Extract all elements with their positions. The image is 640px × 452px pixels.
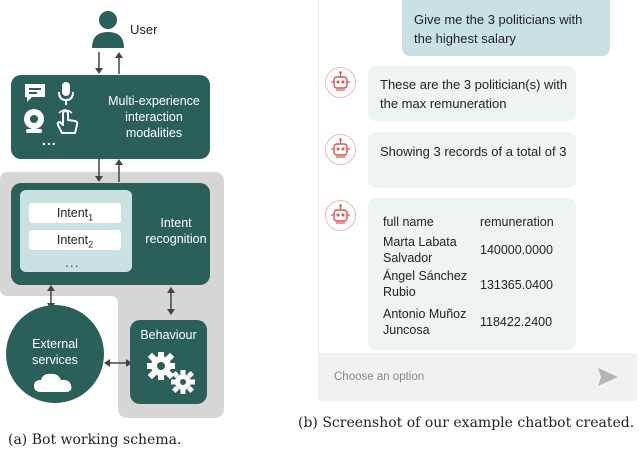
cloud-icon [34, 373, 72, 392]
bot-message-text-1: These are the 3 politician(s) with the m… [380, 77, 568, 111]
arrow-intent-behaviour [167, 287, 175, 315]
table-header-remuneration: remuneration [480, 215, 554, 229]
intent-1-pill: Intent1 [29, 203, 121, 223]
intent-recognition-label: Intent recognition [145, 216, 207, 246]
bot-schema-diagram: User ... Multi-experience interaction mo… [0, 0, 300, 452]
table-row-name: Marta Labata Salvador [383, 235, 457, 265]
gears-icon [147, 352, 195, 394]
arrows-user-modalities [95, 52, 123, 74]
modalities-dots: ... [42, 132, 57, 148]
caption-b: (b) Screenshot of our example chatbot cr… [298, 415, 635, 431]
user-message-bubble [402, 0, 610, 56]
user-message-text: Give me the 3 politicians with the highe… [414, 12, 583, 46]
chat-bubble-icon [25, 84, 45, 102]
bot-avatar-icon [325, 67, 356, 98]
table-header-name: full name [383, 215, 434, 229]
table-row-value: 131365.0400 [480, 278, 553, 292]
user-icon [92, 11, 124, 48]
modalities-label: Multi-experience interaction modalities [108, 94, 200, 140]
webcam-icon [24, 109, 44, 133]
chat-input-placeholder[interactable]: Choose an option [334, 371, 425, 383]
table-row-name: Ángel Sánchez Rubio [383, 269, 468, 299]
table-row-value: 118422.2400 [480, 315, 553, 329]
bot-message-bubble-1 [368, 66, 576, 121]
microphone-icon [58, 82, 74, 105]
arrow-external-behaviour [104, 359, 132, 367]
table-row-name: Antonio Muñoz Juncosa [383, 307, 467, 337]
robot-icon [331, 138, 350, 158]
caption-a: (a) Bot working schema. [8, 432, 182, 448]
intent-2-pill: Intent2 [29, 230, 121, 250]
table-row-value: 140000.0000 [480, 243, 553, 257]
chat-input-bar[interactable] [318, 353, 637, 401]
robot-icon [331, 71, 350, 91]
robot-icon [331, 204, 350, 224]
bot-avatar-icon [325, 200, 356, 231]
bot-message-text-2: Showing 3 records of a total of 3 [380, 144, 567, 159]
user-label: User [130, 22, 158, 37]
external-services-label: External services [32, 337, 78, 367]
bot-avatar-icon [325, 134, 356, 165]
bot-table-bubble [368, 198, 576, 350]
arrows-modalities-intent [95, 159, 123, 182]
behaviour-label: Behaviour [140, 328, 197, 342]
bot-message-bubble-2 [368, 132, 576, 188]
intent-dots: ... [65, 254, 80, 270]
send-icon[interactable] [596, 366, 620, 388]
touch-gesture-icon [56, 109, 79, 134]
